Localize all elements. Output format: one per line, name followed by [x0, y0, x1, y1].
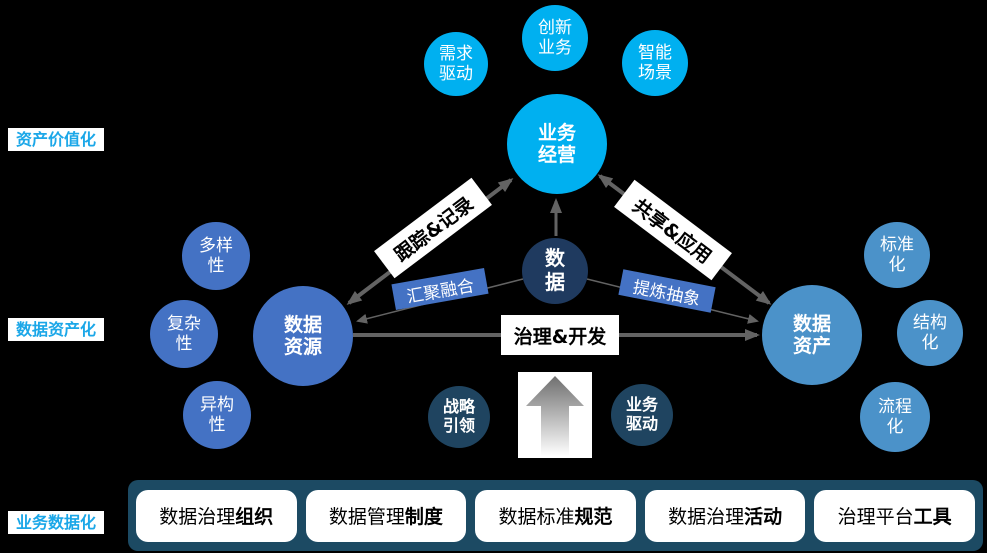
pill-text: 治理平台	[837, 506, 914, 528]
circle-innovation-business: 创新 业务	[522, 5, 588, 71]
circle-demand-driven: 需求 驱动	[424, 32, 488, 96]
circle-processization: 流程 化	[860, 382, 930, 452]
pill-bold-text: 组织	[235, 506, 274, 528]
pill-platform-tools: 治理平台工具	[814, 489, 975, 542]
pill-text: 数据管理	[328, 506, 405, 528]
pill-text: 数据标准	[498, 506, 575, 528]
pill-governance-activity: 数据治理活动	[644, 489, 806, 542]
pill-management-system: 数据管理制度	[305, 489, 467, 542]
pill-bold-text: 活动	[744, 506, 783, 528]
circle-complexity: 复杂 性	[150, 300, 218, 368]
circle-diversity: 多样 性	[182, 222, 250, 290]
up-arrow-shape	[526, 376, 584, 456]
circle-business-driven: 业务 驱动	[611, 384, 673, 446]
pill-governance-organization: 数据治理组织	[136, 489, 297, 542]
circle-data-resource: 数据 资源	[253, 286, 353, 386]
pill-standard-specification: 数据标准规范	[475, 489, 636, 542]
circle-standardization: 标准 化	[864, 222, 930, 288]
circle-structuring: 结构 化	[897, 300, 963, 366]
side-label-business-dataization: 业务数据化	[8, 511, 104, 534]
pill-bold-text: 工具	[913, 506, 952, 528]
circle-intelligent-scenario: 智能 场景	[622, 30, 688, 96]
circle-data: 数 据	[522, 238, 588, 304]
circle-strategy-leading: 战略 引领	[428, 386, 490, 448]
side-label-data-assetization: 数据资产化	[8, 318, 104, 341]
pill-bold-text: 规范	[574, 506, 613, 528]
circle-heterogeneity: 异构 性	[183, 381, 251, 449]
pill-bold-text: 制度	[404, 506, 443, 528]
edge-label-govern-develop: 治理&开发	[501, 315, 619, 355]
circle-data-asset: 数据 资产	[762, 285, 862, 385]
pill-text: 数据治理	[159, 506, 236, 528]
circle-business-operation: 业务 经营	[507, 94, 607, 194]
foundation-bar: 数据治理组织 数据管理制度 数据标准规范 数据治理活动 治理平台工具	[128, 480, 983, 551]
pill-text: 数据治理	[668, 506, 745, 528]
up-arrow	[518, 372, 592, 458]
side-label-asset-valuization: 资产价值化	[8, 128, 104, 151]
